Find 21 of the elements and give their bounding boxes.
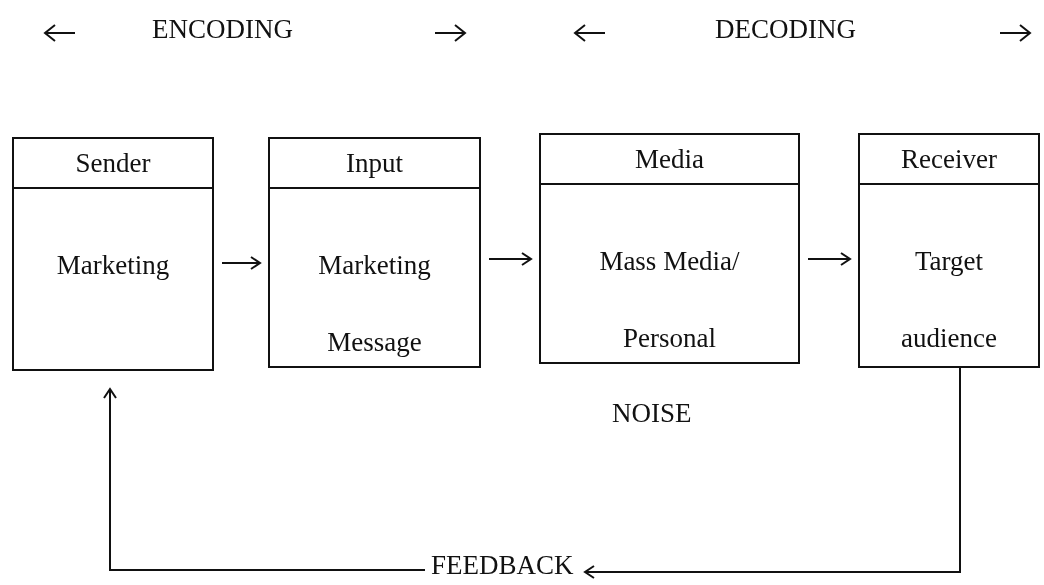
box-text: Target audience bbox=[900, 245, 998, 355]
box-heading: Input bbox=[346, 147, 403, 179]
arrow bbox=[221, 256, 261, 270]
process-box bbox=[858, 133, 1040, 368]
box-text: Mass Media/ Personal bbox=[598, 245, 741, 355]
box-heading: Media bbox=[635, 143, 704, 175]
box-text: Marketing bbox=[55, 249, 171, 282]
text-label: NOISE bbox=[612, 398, 692, 429]
arrow bbox=[807, 252, 851, 266]
process-box bbox=[12, 137, 214, 371]
arrow bbox=[488, 252, 532, 266]
node-label: FEEDBACK bbox=[430, 550, 575, 582]
box-text: Marketing Message bbox=[317, 249, 432, 359]
arrow bbox=[103, 388, 426, 571]
box-heading: Sender bbox=[75, 147, 151, 179]
arrow bbox=[584, 367, 961, 579]
box-heading: Receiver bbox=[901, 143, 997, 175]
process-box bbox=[268, 137, 481, 368]
process-box bbox=[539, 133, 800, 364]
text-label: DECODING bbox=[715, 14, 856, 45]
text-label: ENCODING bbox=[152, 14, 293, 45]
